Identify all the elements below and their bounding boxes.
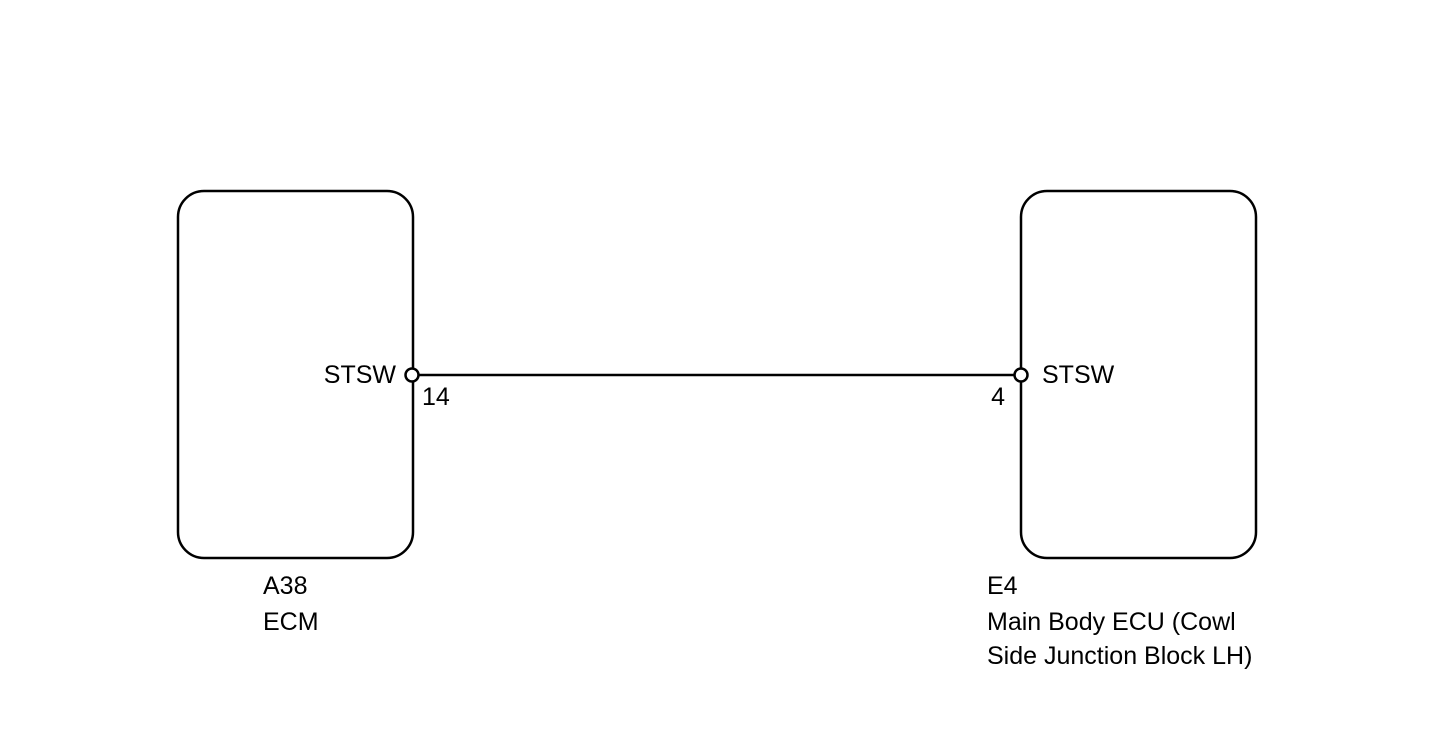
component-main-body-ecu: STSW 4 E4 Main Body ECU (Cowl Side Junct… <box>987 189 1258 670</box>
main-body-ecu-connector-code: E4 <box>987 572 1018 600</box>
main-body-ecu-terminal-circle <box>1013 367 1029 383</box>
main-body-ecu-terminal-signal: STSW <box>1042 361 1115 389</box>
ecm-terminal-circle <box>404 367 420 383</box>
component-ecm: STSW 14 A38 ECM <box>176 189 450 636</box>
main-body-ecu-name-line-2: Side Junction Block LH) <box>987 642 1252 670</box>
main-body-ecu-terminal-pin: 4 <box>991 383 1005 411</box>
ecm-terminal-pin: 14 <box>422 383 450 411</box>
ecm-terminal-signal: STSW <box>324 361 397 389</box>
ecm-connector-code: A38 <box>263 572 307 600</box>
main-body-ecu-name-line-1: Main Body ECU (Cowl <box>987 608 1236 636</box>
ecm-name: ECM <box>263 608 319 636</box>
